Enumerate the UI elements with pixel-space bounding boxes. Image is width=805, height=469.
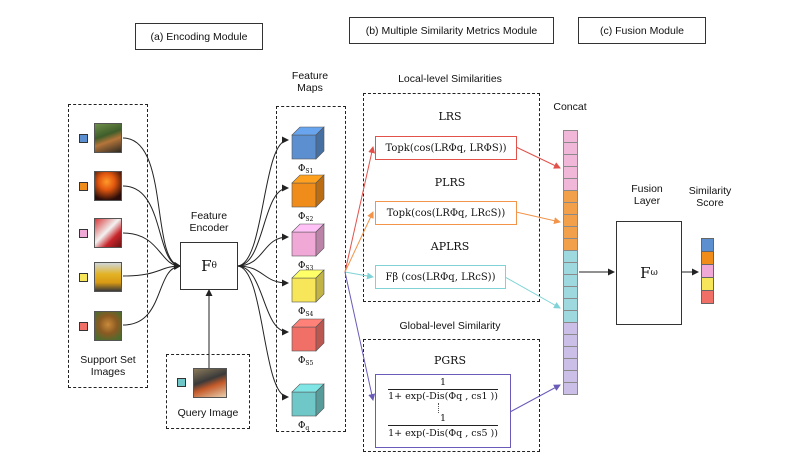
concat-cell [563, 179, 578, 191]
feature-map-cube-s3: ΦS3 [291, 223, 325, 272]
concat-cell [563, 215, 578, 227]
support-color-2 [79, 182, 88, 191]
pgrs-name: PGRS [433, 354, 466, 367]
fusion-module-header: (c) Fusion Module [578, 17, 706, 44]
local-similarities-title: Local-level Similarities [398, 73, 502, 85]
concat-cell [563, 227, 578, 239]
concat-cell [563, 203, 578, 215]
pgrs-denominator-1: 1+ exp(-Dis(Φq , cs1 )) [388, 391, 498, 402]
feature-map-label-s2: ΦS2 [298, 212, 314, 223]
encoding-module-label: (a) Encoding Module [150, 30, 248, 43]
similarity-module-label: (b) Multiple Similarity Metrics Module [365, 24, 538, 37]
score-cell [701, 278, 714, 291]
concat-cell [563, 251, 578, 263]
aplrs-formula: Fβ (cos(LRΦq, LRcS)) [385, 271, 496, 283]
concat-cell [563, 383, 578, 395]
score-cell [701, 252, 714, 265]
plrs-name: PLRS [434, 176, 466, 189]
pgrs-fraction-bar-2 [388, 425, 498, 426]
encoder-subscript: θ [211, 261, 217, 271]
guitar-thumb [94, 218, 122, 248]
score-cell [701, 238, 714, 252]
bird-thumb [193, 368, 227, 398]
support-color-1 [79, 134, 88, 143]
feature-map-label-q: Φq [298, 421, 309, 432]
global-similarity-container [363, 339, 540, 452]
support-color-5 [79, 322, 88, 331]
query-image-label: Query Image [177, 407, 239, 419]
feature-map-cube-q: Φq [291, 383, 325, 432]
concat-cell [563, 239, 578, 251]
fusion-symbol: F [640, 264, 651, 282]
concat-vector [563, 130, 578, 395]
feature-map-cube-s5: ΦS5 [291, 318, 325, 367]
concat-cell [563, 299, 578, 311]
encoder-symbol: F [201, 257, 212, 275]
concat-cell [563, 311, 578, 323]
query-container [166, 354, 250, 429]
pgrs-numerator-1: 1 [439, 377, 447, 388]
support-color-4 [79, 273, 88, 282]
concat-cell [563, 287, 578, 299]
feature-map-label-s3: ΦS3 [298, 261, 314, 272]
similarity-score-vector [701, 238, 714, 304]
support-set-container [68, 104, 148, 388]
school-bus-thumb [94, 262, 122, 292]
fusion-subscript: ω [650, 268, 658, 278]
query-color [177, 378, 186, 387]
plrs-formula: Topk(cos(LRΦq, LRcS)) [386, 207, 506, 219]
feature-map-label-s1: ΦS1 [298, 164, 313, 175]
aplrs-name: APLRS [430, 240, 470, 253]
feature-map-cube-s2: ΦS2 [291, 174, 325, 223]
pgrs-ellipsis [438, 403, 449, 413]
global-similarity-title: Global-level Similarity [399, 320, 501, 332]
plrs-formula-box: Topk(cos(LRΦq, LRcS)) [375, 201, 517, 225]
score-cell [701, 291, 714, 304]
lrs-formula: Topk(cos(LRΦq, LRΦS)) [385, 142, 507, 154]
support-color-3 [79, 229, 88, 238]
concat-cell [563, 275, 578, 287]
concat-cell [563, 347, 578, 359]
feature-maps-title: Feature Maps [291, 70, 329, 94]
feature-map-cube-s4: ΦS4 [291, 269, 325, 318]
fusion-layer-title: Fusion Layer [631, 183, 663, 207]
feature-map-label-s4: ΦS4 [298, 307, 314, 318]
pgrs-denominator-2: 1+ exp(-Dis(Φq , cs5 )) [388, 428, 498, 439]
feature-map-cube-s1: ΦS1 [291, 126, 325, 175]
feature-encoder-title: Feature Encoder [189, 210, 229, 234]
robin-bird-thumb [94, 123, 122, 153]
concat-cell [563, 130, 578, 143]
concat-cell [563, 371, 578, 383]
concat-cell [563, 191, 578, 203]
support-set-label: Support Set Images [80, 354, 136, 378]
concat-cell [563, 335, 578, 347]
jellyfish-thumb [94, 171, 122, 201]
concat-cell [563, 167, 578, 179]
similarity-score-label: Similarity Score [688, 185, 732, 209]
concat-cell [563, 143, 578, 155]
encoding-module-header: (a) Encoding Module [135, 23, 263, 50]
concat-cell [563, 155, 578, 167]
concat-cell [563, 323, 578, 335]
fusion-module-label: (c) Fusion Module [599, 24, 685, 37]
local-similarity-container [363, 93, 540, 302]
lion-thumb [94, 311, 122, 341]
lrs-name: LRS [438, 110, 462, 123]
similarity-module-header: (b) Multiple Similarity Metrics Module [349, 17, 554, 44]
feature-map-label-s5: ΦS5 [298, 356, 314, 367]
pgrs-fraction-bar-1 [388, 389, 498, 390]
concat-label: Concat [553, 101, 587, 113]
pgrs-formula-box: 1 1+ exp(-Dis(Φq , cs1 )) 1 1+ exp(-Dis(… [375, 374, 511, 448]
pgrs-numerator-2: 1 [439, 413, 447, 424]
aplrs-formula-box: Fβ (cos(LRΦq, LRcS)) [375, 265, 506, 289]
concat-cell [563, 263, 578, 275]
score-cell [701, 265, 714, 278]
lrs-formula-box: Topk(cos(LRΦq, LRΦS)) [375, 136, 517, 160]
concat-cell [563, 359, 578, 371]
